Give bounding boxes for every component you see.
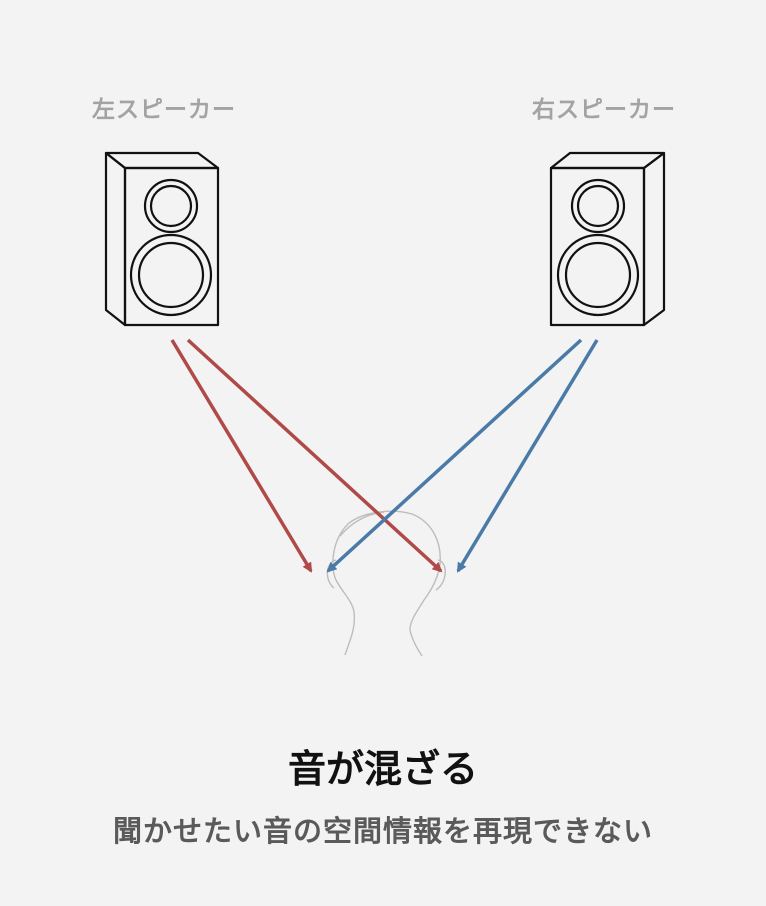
left-speaker-icon xyxy=(104,151,220,327)
left-to-left-ear-arrow xyxy=(170,339,313,573)
left-speaker-label: 左スピーカー xyxy=(92,97,236,123)
right-to-right-ear-arrow xyxy=(456,339,599,573)
caption-title: 音が混ざる xyxy=(287,747,478,791)
caption-subtitle: 聞かせたい音の空間情報を再現できない xyxy=(112,814,653,848)
right-speaker-icon xyxy=(549,151,666,327)
left-to-right-ear-arrow xyxy=(186,338,443,573)
listener-head-icon xyxy=(326,510,446,657)
right-to-left-ear-arrow xyxy=(326,338,583,573)
right-speaker-label: 右スピーカー xyxy=(532,97,676,123)
